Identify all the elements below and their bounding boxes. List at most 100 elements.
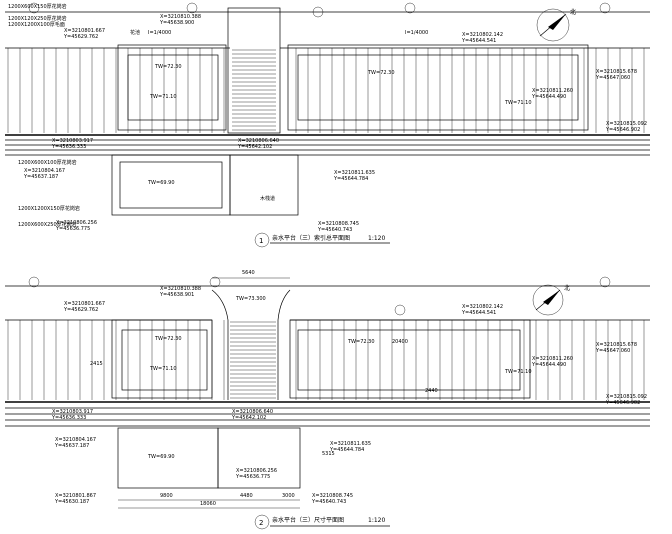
coord-label: Y=45644.490 [531, 362, 566, 368]
plan-title: 亲水平台（三）索引总平面图 [272, 234, 350, 242]
dim-label: 2440 [425, 388, 438, 394]
note: 1200X120X250厚花岗岩 [8, 15, 67, 22]
elev-label: TW=71.10 [149, 94, 177, 100]
dim-label: 2415 [90, 361, 103, 367]
note: 1200X600X150厚花岗岩 [8, 3, 67, 10]
coord-label: Y=45644.541 [461, 310, 496, 316]
dim-label: 3000 [282, 493, 295, 499]
dim-label: 4480 [240, 493, 253, 499]
coord-label: X=3210811.260 [532, 88, 573, 94]
coord-label: X=3210806.640 [232, 409, 273, 415]
plan-scale: 1:120 [368, 517, 385, 524]
coord-label: X=3210806.640 [238, 138, 279, 144]
coord-label: X=3210815.678 [596, 342, 637, 348]
coord-label: X=3210802.142 [462, 32, 503, 38]
coord-label: X=3210810.388 [160, 14, 201, 20]
coord-label: Y=45629.762 [63, 34, 98, 40]
coord-label: Y=45642.102 [237, 144, 272, 150]
elev-label: TW=71.10 [504, 369, 532, 375]
coord-label: Y=45638.900 [159, 20, 194, 26]
coord-label: X=3210811.260 [532, 356, 573, 362]
coord-label: Y=45646.902 [605, 127, 640, 133]
coord-label: Y=45647.060 [595, 348, 630, 354]
plan-2: 北 5640 9800 4480 3000 18060 2440 20400 2… [5, 270, 650, 530]
note: 1200X600X250厚花岗岩 [18, 221, 77, 228]
coord-label: X=3210806.256 [236, 468, 277, 474]
coord-label: Y=45637.187 [23, 174, 58, 180]
elev-label: TW=72.30 [154, 64, 182, 70]
coord-label: Y=45629.762 [63, 307, 98, 313]
dimension-lines: 5640 9800 4480 3000 18060 2440 20400 241… [90, 270, 438, 509]
stair-2 [230, 321, 276, 399]
elev-label: TW=72.30 [154, 336, 182, 342]
elev-label: TW=71.10 [149, 366, 177, 372]
coord-label: X=3210804.167 [24, 168, 65, 174]
north-label-2: 北 [564, 284, 570, 292]
north-label-1: 北 [570, 8, 576, 16]
dim-label: 18060 [200, 501, 216, 507]
coord-label: Y=45647.060 [595, 75, 630, 81]
coord-label: X=3210801.867 [55, 493, 96, 499]
note: 1200X1200X100厚毛面 [8, 21, 65, 28]
coord-label: X=3210804.167 [55, 437, 96, 443]
stair-1 [232, 49, 276, 131]
plan-number: 1 [259, 237, 263, 245]
coord-label: Y=45630.187 [54, 499, 89, 505]
coord-label: X=3210801.667 [64, 28, 105, 34]
elev-label: TW=69.90 [147, 454, 175, 460]
elev-label: TW=73.300 [235, 296, 266, 302]
plank-lines-2 [7, 320, 645, 400]
dim-label: 5640 [242, 270, 255, 276]
note: 1200X1200X150厚花岗岩 [18, 205, 80, 212]
coord-label: Y=45637.187 [54, 443, 89, 449]
coord-label: X=3210802.142 [462, 304, 503, 310]
coord-label: Y=45638.901 [159, 292, 194, 298]
north-arrow-1: 北 [536, 8, 576, 42]
coord-label: Y=45636.333 [51, 144, 86, 150]
side-label: I=1/4000 [148, 30, 171, 36]
plan-1: 北 TW=72.30 TW=71.10 TW=71.10 TW=69.90 TW… [5, 2, 650, 248]
plan-number: 2 [259, 519, 263, 527]
dim-label: 9800 [160, 493, 173, 499]
coord-label: Y=45644.541 [461, 38, 496, 44]
coord-label: Y=45636.775 [235, 474, 270, 480]
side-label: 木栈道 [260, 195, 275, 202]
elev-label: TW=71.10 [504, 100, 532, 106]
dim-label: 20400 [392, 339, 408, 345]
coord-label: Y=45644.784 [333, 176, 368, 182]
dim-label: 5315 [322, 451, 335, 457]
side-label: I=1/4000 [405, 30, 428, 36]
coord-label: X=3210810.388 [160, 286, 201, 292]
coord-label: X=3210808.745 [318, 221, 359, 227]
coord-label: Y=45644.784 [329, 447, 364, 453]
elev-label: TW=69.90 [147, 180, 175, 186]
coord-label: X=3210815.092 [606, 394, 647, 400]
elev-label: TW=72.30 [347, 339, 375, 345]
coord-label: X=3210811.635 [330, 441, 371, 447]
plan-2-title: 2 亲水平台（三）尺寸平面图 1:120 [254, 514, 390, 530]
coord-label: X=3210803.917 [52, 138, 93, 144]
plank-lines-1 [7, 48, 645, 133]
coord-label: X=3210803.917 [52, 409, 93, 415]
side-label: 花池 [130, 29, 140, 36]
coord-label: Y=45640.743 [311, 499, 346, 505]
coord-label: Y=45642.102 [231, 415, 266, 421]
coord-label: X=3210808.745 [312, 493, 353, 499]
coord-label: X=3210815.678 [596, 69, 637, 75]
coord-label: Y=45640.743 [317, 227, 352, 233]
coord-label: Y=45644.490 [531, 94, 566, 100]
plan-title: 亲水平台（三）尺寸平面图 [272, 516, 344, 524]
coord-label: Y=45636.775 [55, 226, 90, 232]
elev-label: TW=72.30 [367, 70, 395, 76]
coord-label: X=3210811.635 [334, 170, 375, 176]
note: 1200X600X100厚花岗岩 [18, 159, 77, 166]
north-arrow-2: 北 [532, 284, 570, 316]
coord-label: X=3210806.256 [56, 220, 97, 226]
plan-1-title: 1 亲水平台（三）索引总平面图 1:120 [254, 232, 390, 248]
coord-label: Y=45646.902 [605, 400, 640, 406]
coord-label: X=3210815.092 [606, 121, 647, 127]
plan-scale: 1:120 [368, 235, 385, 242]
coord-label: X=3210801.667 [64, 301, 105, 307]
coord-label: Y=45636.333 [51, 415, 86, 421]
